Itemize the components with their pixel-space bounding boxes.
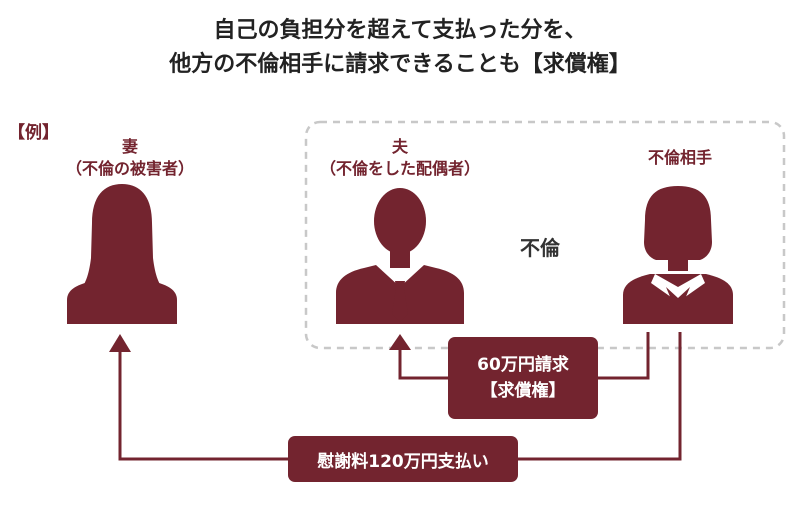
husband-label: 夫 （不倫をした配偶者） [300,136,500,180]
partner-label: 不倫相手 [647,148,712,167]
diagram-title: 自己の負担分を超えて支払った分を、 他方の不倫相手に請求できることも【求償権】 [0,14,800,82]
wife-label: 妻 （不倫の被害者） [40,136,220,180]
claim-right: 【求償権】 [480,381,566,401]
man-suit-icon [336,188,464,324]
title-line-1: 自己の負担分を超えて支払った分を、 [213,18,587,43]
husband-role: （不倫をした配偶者） [319,159,480,178]
wife-name: 妻 [121,137,138,156]
claim-box: 60万円請求 【求償権】 [448,337,598,419]
payment-label: 慰謝料120万円支払い [317,451,489,472]
payment-arrowhead [109,334,131,352]
wife-role: （不倫の被害者） [65,159,194,178]
affair-label: 不倫 [520,236,560,260]
claim-amount: 60万円請求 [477,355,569,375]
woman-long-hair-icon [67,184,177,324]
husband-name: 夫 [391,137,408,156]
example-label: 【例】 [8,123,59,143]
payment-box: 慰謝料120万円支払い [288,436,518,482]
woman-short-hair-icon [623,186,733,324]
claim-arrowhead [389,334,411,350]
title-line-2: 他方の不倫相手に請求できることも【求償権】 [169,52,631,77]
